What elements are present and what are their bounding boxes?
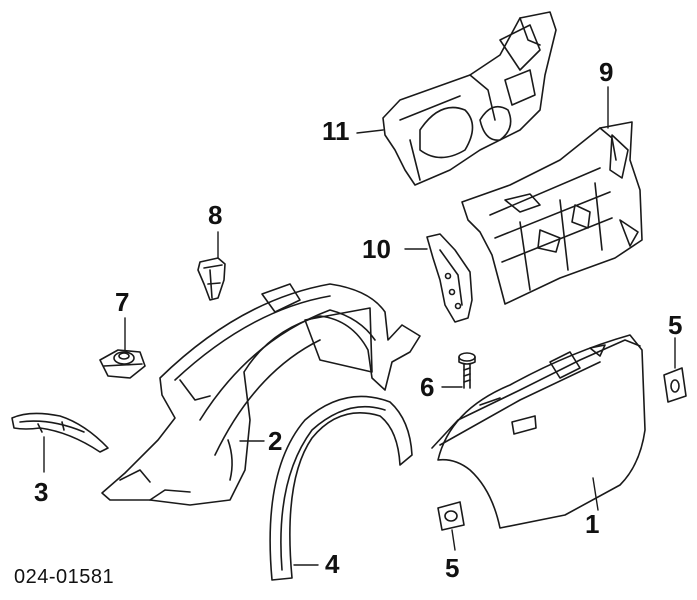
callout-3: 3: [34, 477, 49, 507]
part-7-retainer: [99, 349, 146, 379]
callout-4: 4: [325, 549, 340, 579]
leader-lines: [43, 86, 676, 566]
part-6-bolt: [458, 352, 476, 389]
callout-11: 11: [322, 116, 350, 146]
part-8-clip: [197, 257, 226, 301]
part-10-bracket: [426, 233, 473, 323]
callout-2: 2: [268, 426, 283, 456]
callout-10: 10: [362, 234, 391, 264]
part-5-grommets: [437, 367, 687, 531]
part-11-upper-apron: [382, 11, 557, 186]
callout-5-upper: 5: [668, 310, 683, 340]
callout-1: 1: [585, 509, 600, 539]
callout-8: 8: [208, 200, 223, 230]
callout-5-lower: 5: [445, 553, 460, 583]
part-2-wheel-liner: [101, 283, 421, 506]
callout-9: 9: [599, 57, 614, 87]
part-4-arch-trim: [269, 395, 413, 581]
callout-6: 6: [420, 372, 435, 402]
part-3-strip: [11, 412, 109, 453]
callout-7: 7: [115, 287, 130, 317]
part-9-side-panel: [461, 121, 643, 305]
diagram-code: 024-01581: [14, 566, 115, 588]
